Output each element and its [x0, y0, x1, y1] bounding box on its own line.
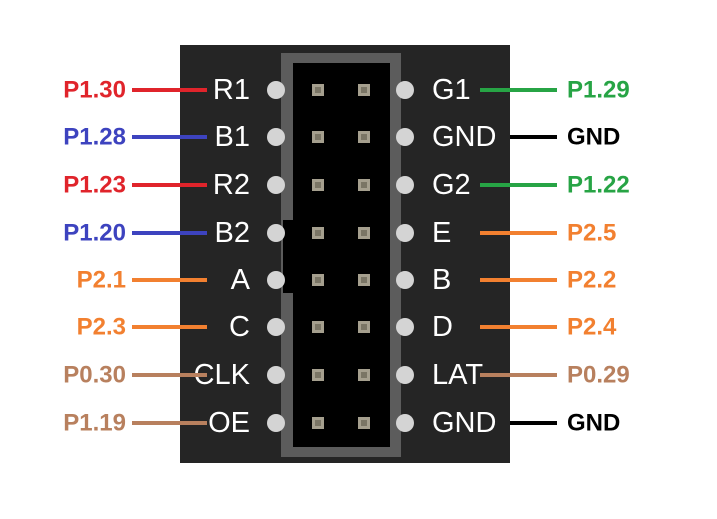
header-pin-center: [315, 277, 321, 283]
pin-pad-right: [396, 318, 414, 336]
pin-pad-right: [396, 271, 414, 289]
header-pin-center: [361, 182, 367, 188]
right-signal-label: E: [432, 217, 451, 249]
header-pin-center: [361, 277, 367, 283]
right-pin-label: P2.4: [567, 314, 617, 341]
pin-pad-left: [267, 128, 285, 146]
pin-pad-left: [267, 318, 285, 336]
pin-pad-right: [396, 224, 414, 242]
left-pin-column: R1P1.30B1P1.28R2P1.23B2P1.20AP2.1CP2.3CL…: [63, 74, 250, 439]
header-pin-center: [315, 87, 321, 93]
header-pin-center: [361, 134, 367, 140]
right-signal-label: D: [432, 311, 453, 343]
pin-pad-left: [267, 224, 285, 242]
left-pin-label: P1.30: [63, 77, 126, 104]
right-pin-label: P1.22: [567, 172, 630, 199]
left-pin-label: P0.30: [63, 362, 126, 389]
left-pin-label: P1.23: [63, 172, 126, 199]
pin-pad-right: [396, 414, 414, 432]
pin-pad-left: [267, 366, 285, 384]
pin-pad-right: [396, 176, 414, 194]
header-pin-center: [361, 87, 367, 93]
header-pin-center: [361, 230, 367, 236]
right-signal-label: GND: [432, 407, 496, 439]
pin-pad-left: [267, 176, 285, 194]
right-signal-label: GND: [432, 121, 496, 153]
right-pin-label: P2.5: [567, 220, 616, 247]
left-pin-label: P1.19: [63, 410, 126, 437]
pin-pad-left: [267, 81, 285, 99]
header-pin-center: [361, 372, 367, 378]
left-pin-label: P2.1: [77, 267, 126, 294]
right-signal-label: B: [432, 264, 451, 296]
pin-pad-right: [396, 81, 414, 99]
left-signal-label: B1: [215, 121, 250, 153]
right-signal-label: G1: [432, 74, 471, 106]
header-pin-center: [315, 372, 321, 378]
header-pin-center: [315, 182, 321, 188]
pin-pads: [267, 81, 414, 432]
left-signal-label: B2: [215, 217, 250, 249]
right-pin-label: P0.29: [567, 362, 630, 389]
right-pin-label: P2.2: [567, 267, 616, 294]
header-pin-center: [361, 420, 367, 426]
left-pin-label: P2.3: [77, 314, 126, 341]
header-pin-center: [315, 230, 321, 236]
header-pin-center: [315, 134, 321, 140]
left-pin-label: P1.20: [63, 220, 126, 247]
right-pin-label: GND: [567, 410, 620, 437]
pin-pad-left: [267, 271, 285, 289]
right-signal-label: G2: [432, 169, 471, 201]
right-signal-label: LAT: [432, 359, 483, 391]
left-signal-label: OE: [208, 407, 250, 439]
header-pin-center: [315, 420, 321, 426]
right-pin-label: GND: [567, 124, 620, 151]
header-pins: [312, 84, 370, 429]
right-pin-label: P1.29: [567, 77, 630, 104]
left-signal-label: C: [229, 311, 250, 343]
pin-pad-right: [396, 366, 414, 384]
header-pin-center: [361, 324, 367, 330]
pin-pad-right: [396, 128, 414, 146]
left-signal-label: A: [231, 264, 251, 296]
header-pin-center: [315, 324, 321, 330]
connector-slot: [283, 63, 390, 447]
left-signal-label: R1: [213, 74, 250, 106]
left-pin-label: P1.28: [63, 124, 126, 151]
left-signal-label: R2: [213, 169, 250, 201]
pin-pad-left: [267, 414, 285, 432]
